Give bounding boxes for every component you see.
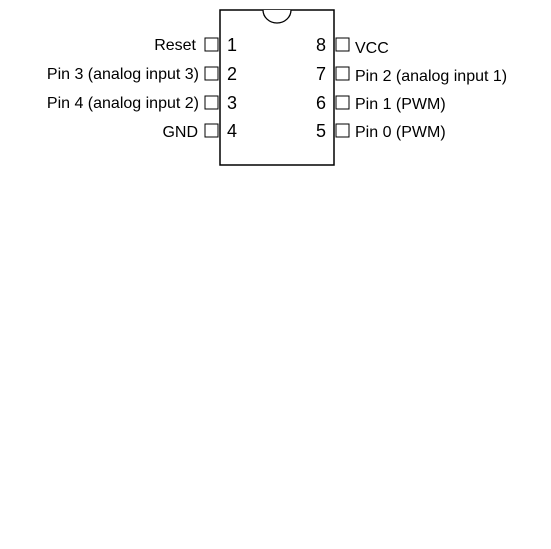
pin-number-1: 1 xyxy=(227,35,237,55)
pin-pad-5 xyxy=(335,123,350,138)
pin-label-pin-0: Pin 0 (PWM) xyxy=(355,124,446,141)
left-pin-row-2: Pin 3 (analog input 3) 2 xyxy=(47,64,237,84)
pin-number-3: 3 xyxy=(227,93,237,113)
pin-pad-7 xyxy=(335,66,350,81)
left-pin-row-4: GND 4 xyxy=(162,121,237,141)
left-pin-row-1: Reset 1 xyxy=(154,35,237,55)
pin-label-pin-3: Pin 3 (analog input 3) xyxy=(47,66,199,83)
right-pin-row-6: 6 Pin 1 (PWM) xyxy=(316,93,446,113)
pin-number-7: 7 xyxy=(316,64,326,84)
chip-notch xyxy=(262,9,292,24)
pin-pad-2 xyxy=(204,66,219,81)
pin-number-4: 4 xyxy=(227,121,237,141)
pin-number-2: 2 xyxy=(227,64,237,84)
pin-number-8: 8 xyxy=(316,35,326,55)
pin-label-pin-4: Pin 4 (analog input 2) xyxy=(47,95,199,112)
left-pin-row-3: Pin 4 (analog input 2) 3 xyxy=(47,93,237,113)
pin-pad-8 xyxy=(335,37,350,52)
right-pin-row-7: 7 Pin 2 (analog input 1) xyxy=(316,64,507,85)
pin-pad-1 xyxy=(204,37,219,52)
pin-pad-3 xyxy=(204,95,219,110)
pin-label-pin-2: Pin 2 (analog input 1) xyxy=(355,68,507,85)
chip-body xyxy=(219,9,335,166)
pin-label-gnd: GND xyxy=(162,124,198,141)
pin-pad-6 xyxy=(335,95,350,110)
pin-label-reset: Reset xyxy=(154,37,196,54)
right-pin-row-8: 8 VCC xyxy=(316,35,389,57)
right-pin-row-5: 5 Pin 0 (PWM) xyxy=(316,121,446,141)
pin-number-5: 5 xyxy=(316,121,326,141)
pin-label-pin-1: Pin 1 (PWM) xyxy=(355,96,446,113)
pin-label-vcc: VCC xyxy=(355,40,389,57)
pin-number-6: 6 xyxy=(316,93,326,113)
pin-pad-4 xyxy=(204,123,219,138)
